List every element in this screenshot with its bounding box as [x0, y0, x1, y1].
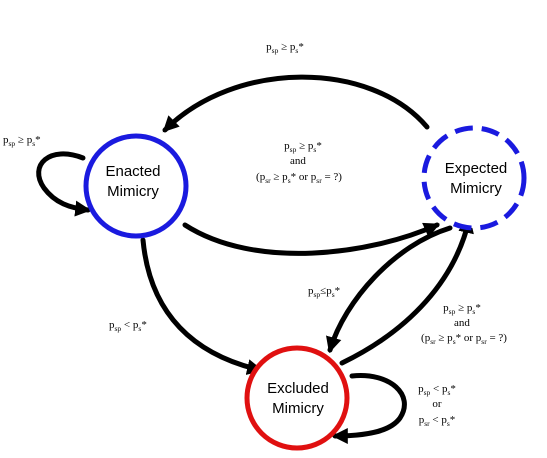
arrow-enacted-to-expected: [182, 222, 440, 256]
condition-enacted-to-expected-line1: psp ≥ ps*: [284, 140, 322, 154]
condition-excluded-self-loop: psp < ps* or psr < ps*: [418, 383, 456, 428]
arrow-expected-to-enacted: [162, 74, 430, 133]
expected-label-line1: Expected: [445, 160, 508, 177]
excluded-label-line2: Mimicry: [272, 400, 324, 417]
arrow-excluded-self-loop: [331, 373, 407, 444]
condition-excluded-self-loop-or: or: [432, 398, 442, 410]
enacted-label-line2: Mimicry: [107, 183, 159, 200]
enacted-label-line1: Enacted: [105, 163, 160, 180]
condition-expected-to-excluded: psp≤ps*: [308, 285, 340, 299]
condition-excluded-to-expected-line1: psp ≥ ps*: [443, 302, 481, 316]
expected-label-line2: Mimicry: [450, 180, 502, 197]
condition-enacted-self-loop: psp ≥ ps*: [3, 134, 41, 148]
arrow-expected-to-excluded: [326, 225, 453, 354]
condition-excluded-to-expected-line3: (psr ≥ ps* or psr = ?): [421, 332, 507, 346]
condition-enacted-to-expected-line3: (psr ≥ ps* or psr = ?): [256, 171, 342, 185]
condition-enacted-to-excluded: psp < ps*: [109, 319, 147, 333]
arrow-excluded-to-expected: [339, 216, 474, 366]
condition-excluded-self-loop-line3: psr < ps*: [419, 414, 456, 428]
condition-excluded-self-loop-line1: psp < ps*: [418, 383, 456, 397]
arrow-enacted-self-loop: [36, 151, 92, 217]
condition-enacted-to-expected-and: and: [290, 155, 306, 167]
condition-excluded-to-expected: psp ≥ ps* and (psr ≥ ps* or psr = ?): [421, 302, 507, 346]
arrow-enacted-to-excluded: [140, 237, 264, 375]
condition-excluded-to-expected-and: and: [454, 317, 470, 329]
condition-expected-to-enacted: psp ≥ ps*: [266, 41, 304, 55]
excluded-mimicry-state: [244, 345, 350, 451]
expected-mimicry-state: [421, 125, 527, 231]
enacted-mimicry-state: [83, 133, 189, 239]
excluded-label-line1: Excluded: [267, 380, 329, 397]
condition-enacted-to-expected: psp ≥ ps* and (psr ≥ ps* or psr = ?): [256, 140, 342, 185]
